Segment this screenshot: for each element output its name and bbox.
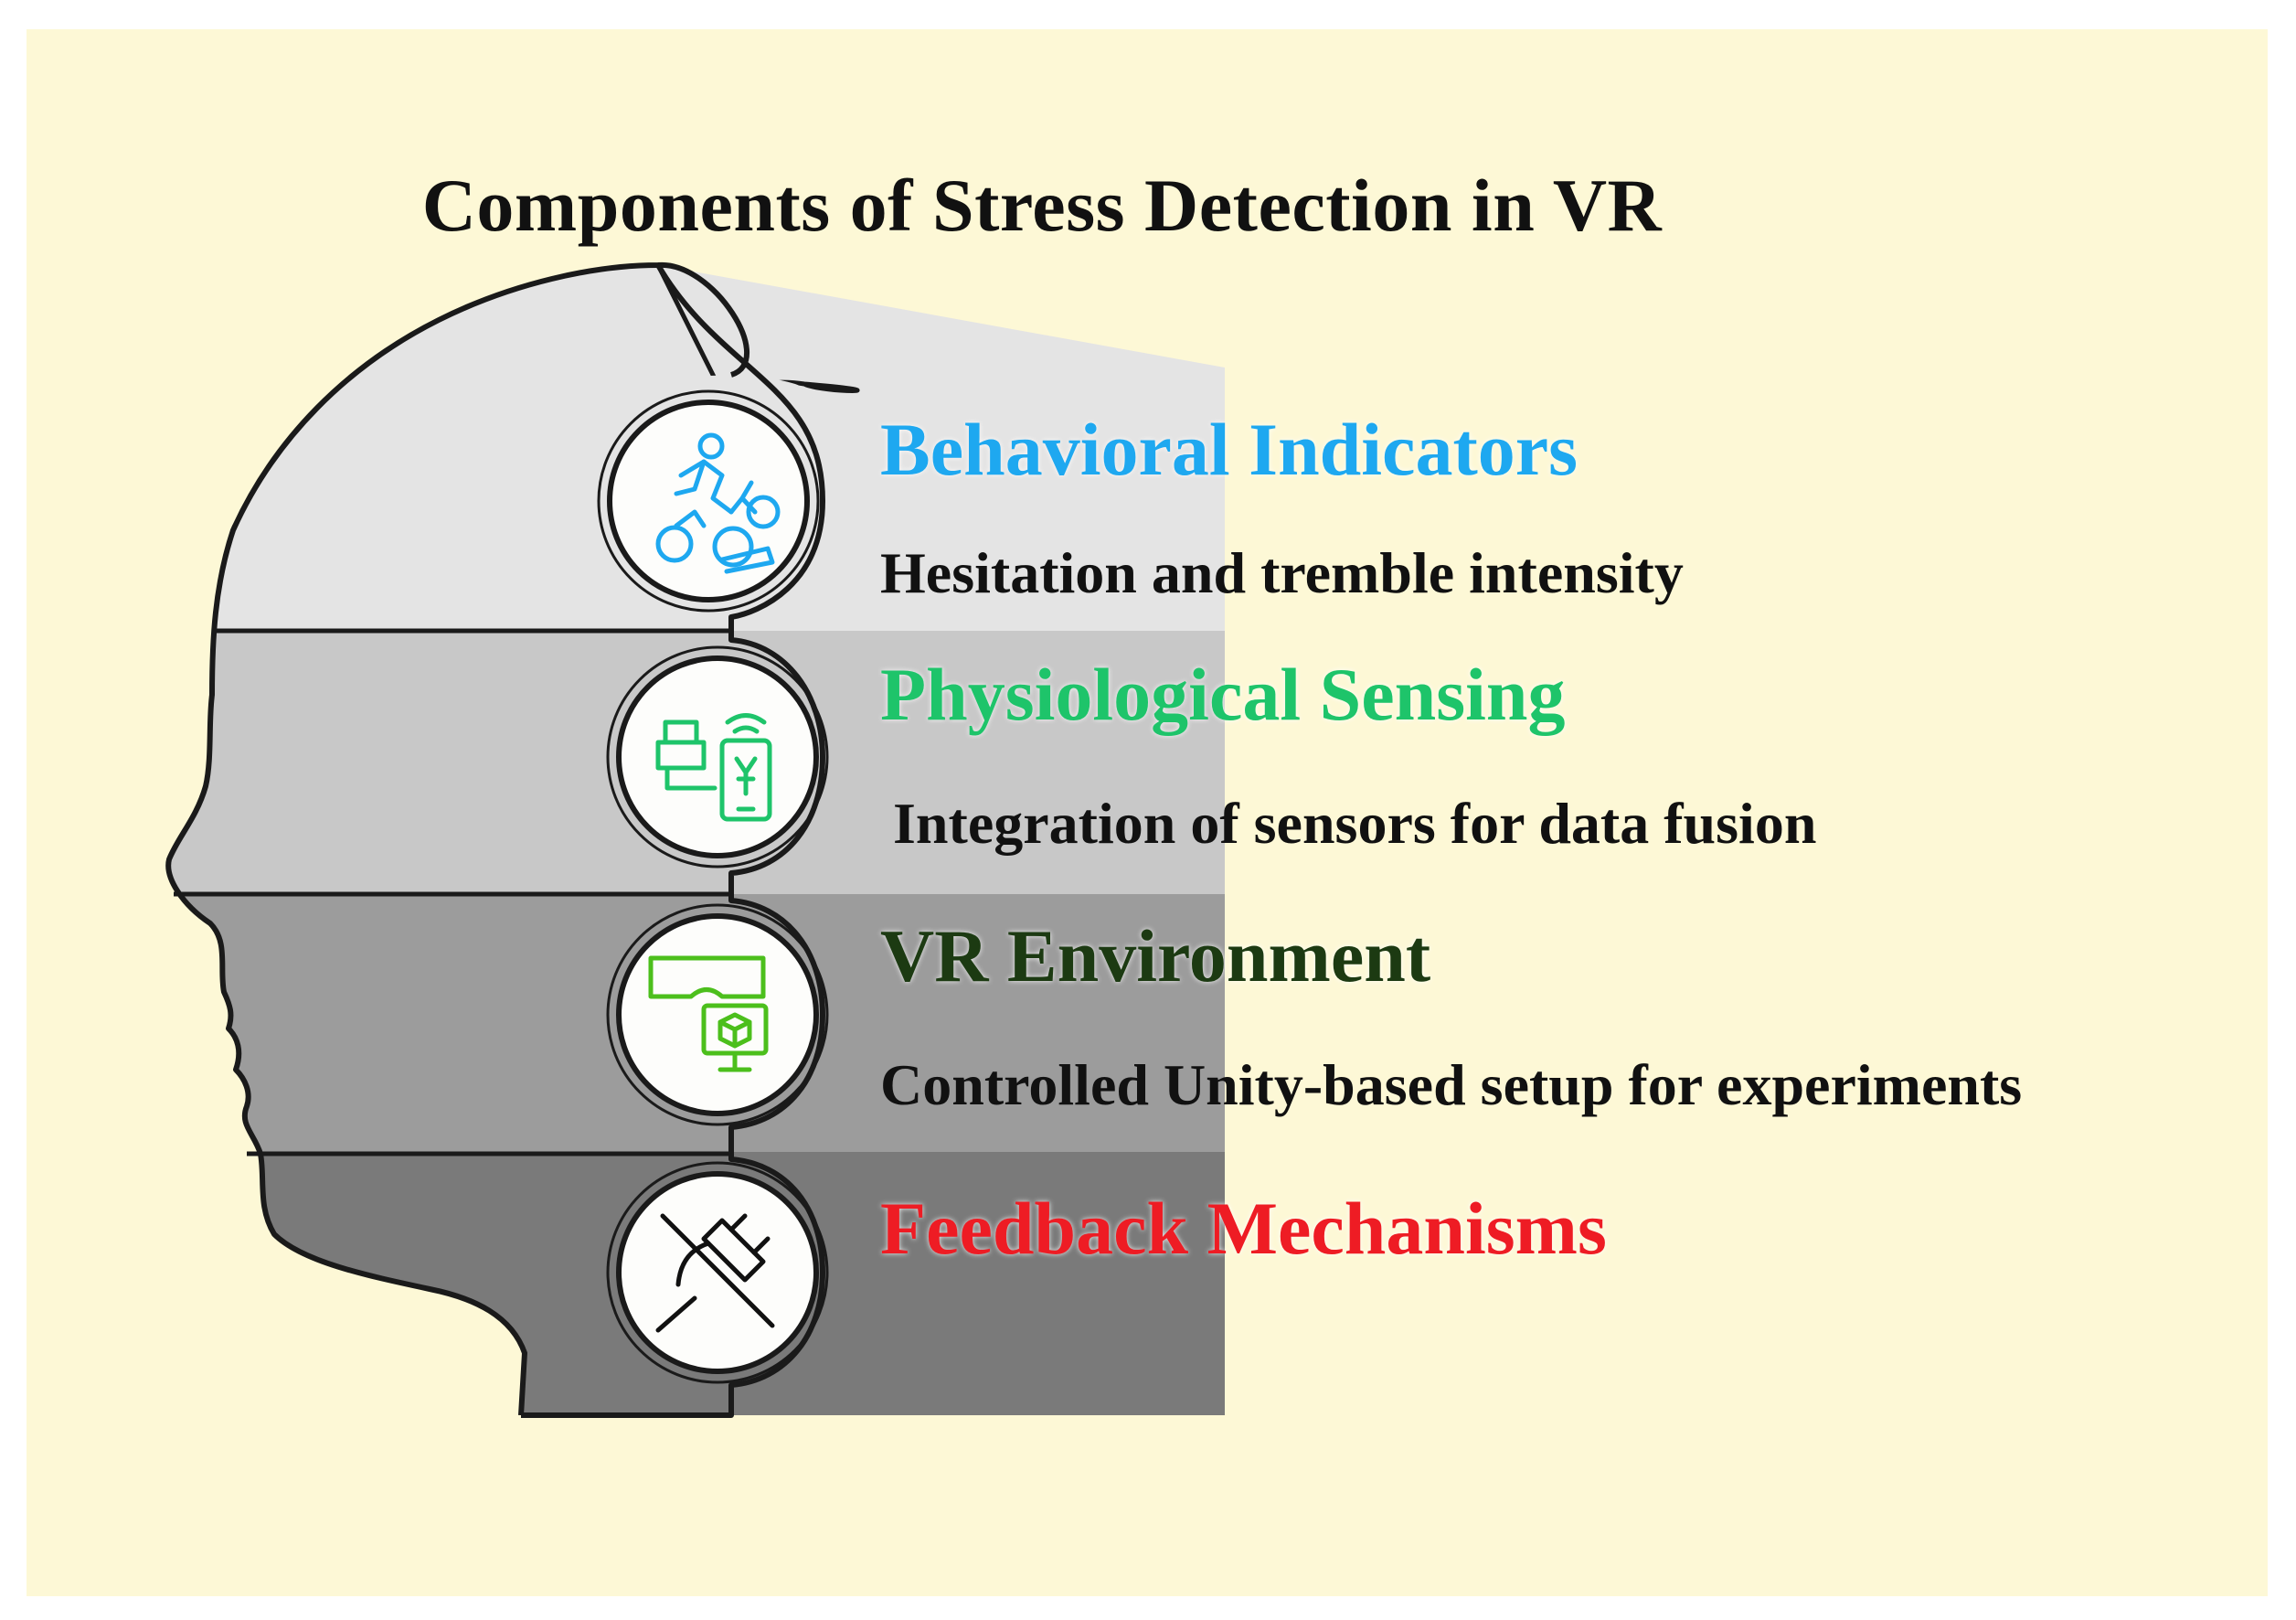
heading-behavioral-indicators: Behavioral Indicators: [880, 408, 1578, 491]
heading-vr-environment: VR Environment: [880, 914, 1431, 997]
desc-physiological-sensing: Integration of sensors for data fusion: [893, 791, 1817, 856]
diagram-title: Components of Stress Detection in VR: [421, 164, 1663, 247]
sensor-phone-icon: [655, 713, 772, 822]
desc-behavioral-indicators: Hesitation and tremble intensity: [880, 540, 1684, 605]
head-top-lobe: [212, 265, 704, 695]
icon-circle-3: [616, 913, 819, 1116]
cyclist-running-icon: [655, 432, 781, 574]
icon-circle-2: [616, 655, 819, 858]
icon-circle-1: [607, 400, 810, 602]
head-outline: [165, 261, 750, 1416]
desc-vr-environment: Controlled Unity-based setup for experim…: [880, 1052, 2023, 1117]
heading-physiological-sensing: Physiological Sensing: [880, 653, 1566, 736]
vr-headset-monitor-icon: [648, 955, 769, 1072]
heading-feedback-mechanisms: Feedback Mechanisms: [880, 1187, 1607, 1270]
disconnected-plug-icon: [655, 1213, 775, 1333]
